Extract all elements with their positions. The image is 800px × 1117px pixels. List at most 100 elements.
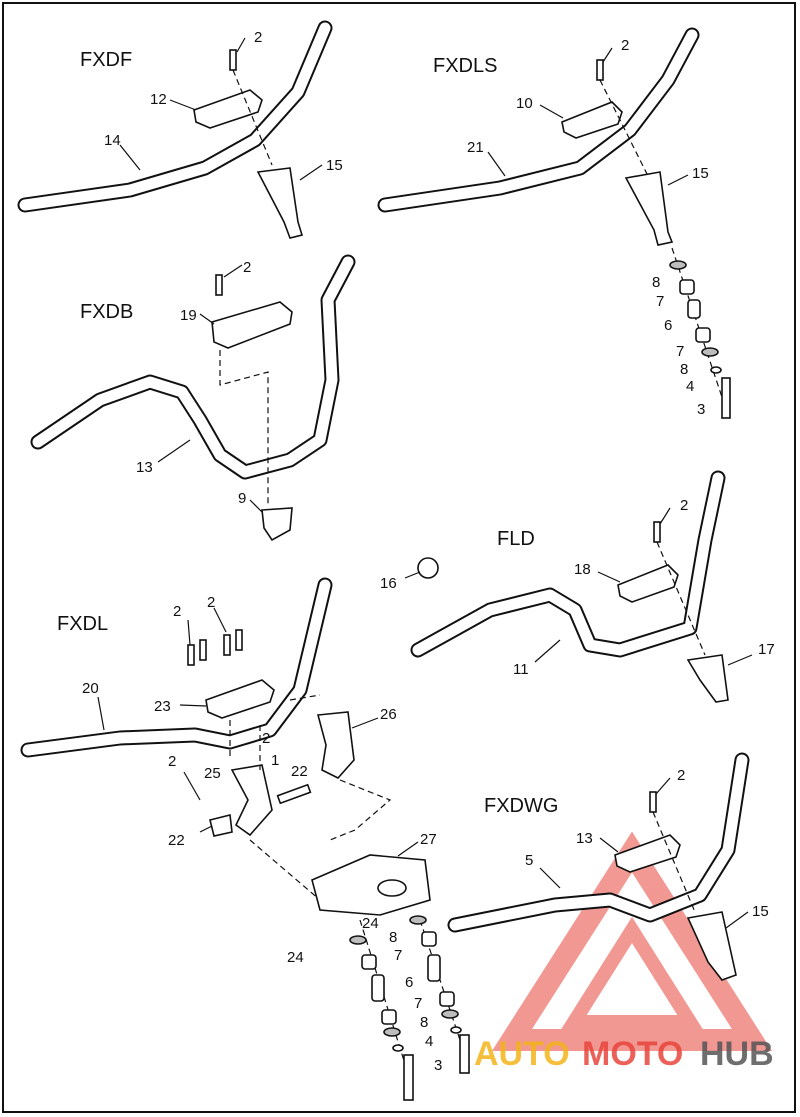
riser-9 <box>261 507 293 542</box>
callout-fld-18: 18 <box>574 561 591 578</box>
callout-fxdf-15: 15 <box>326 157 343 174</box>
callout-fxdls-2: 2 <box>621 37 629 54</box>
callout-fxdwg-5: 5 <box>525 852 533 869</box>
washer-4 <box>710 366 722 374</box>
callout-fxdl-2b: 2 <box>207 594 215 611</box>
callout-fxdf-12: 12 <box>150 91 167 108</box>
callout-fxdl-22a: 22 <box>291 763 308 780</box>
callout-fxdl-2a: 2 <box>173 603 181 620</box>
riser-26 <box>316 711 355 779</box>
riser-17 <box>686 654 729 703</box>
section-fxdl <box>20 577 471 1101</box>
callout-fxdwg-2: 2 <box>677 767 685 784</box>
callout-fld-16: 16 <box>380 575 397 592</box>
callout-fxdls-8a: 8 <box>652 274 660 291</box>
callout-fxdl-3: 3 <box>434 1057 442 1074</box>
callout-fxdls-10: 10 <box>516 95 533 112</box>
watermark-word-auto: AUTO <box>474 1035 570 1073</box>
callout-fxdf-2: 2 <box>254 29 262 46</box>
bolt-3 <box>721 377 731 419</box>
callout-fxdls-7a: 7 <box>656 293 664 310</box>
callout-fxdf-14: 14 <box>104 132 121 149</box>
model-label-fxdb: FXDB <box>80 301 133 323</box>
model-label-fxdwg: FXDWG <box>484 795 558 817</box>
callout-fxdls-7b: 7 <box>676 343 684 360</box>
watermark-wordmark: AUTO MOTO HUB <box>474 1035 774 1073</box>
callout-fxdls-21: 21 <box>467 139 484 156</box>
callout-fxdl-7b: 7 <box>414 995 422 1012</box>
washer-8b <box>701 347 719 357</box>
model-label-fxdls: FXDLS <box>433 55 497 77</box>
callout-fxdb-9: 9 <box>238 490 246 507</box>
callout-fxdl-8b: 8 <box>420 1014 428 1031</box>
model-label-fxdf: FXDF <box>80 49 132 71</box>
sleeve-6 <box>687 299 701 319</box>
watermark-inner-triangle <box>561 916 703 1029</box>
section-fxdb <box>30 254 356 542</box>
callout-fxdl-7a: 7 <box>394 947 402 964</box>
bushing-7 <box>679 279 695 295</box>
top-clamp-19 <box>211 301 293 349</box>
callout-fxdl-25: 25 <box>204 765 221 782</box>
callout-fxdl-27: 27 <box>420 831 437 848</box>
callout-fxdwg-13: 13 <box>576 830 593 847</box>
riser-15 <box>256 167 304 239</box>
screw-2-fld <box>653 521 661 543</box>
callout-fxdl-8a: 8 <box>389 929 397 946</box>
section-fxdwg <box>447 752 750 981</box>
sleeve-6-fxdl <box>371 974 385 1002</box>
riser-clamp-12 <box>193 89 263 129</box>
callout-fxdls-3: 3 <box>697 401 705 418</box>
cover-27 <box>311 854 431 916</box>
riser-clamp-13 <box>614 834 681 873</box>
callout-fxdl-23: 23 <box>154 698 171 715</box>
watermark-triangle <box>491 831 773 1051</box>
top-clamp-23 <box>205 679 275 719</box>
callout-fxdls-6: 6 <box>664 317 672 334</box>
model-label-fxdl: FXDL <box>57 613 108 635</box>
bolt-1 <box>276 783 312 805</box>
callout-fxdb-19: 19 <box>180 307 197 324</box>
callout-fxdl-6: 6 <box>405 974 413 991</box>
callout-fxdb-2: 2 <box>243 259 251 276</box>
callout-fxdb-13: 13 <box>136 459 153 476</box>
riser-15-fxdwg <box>686 911 737 981</box>
callout-fxdwg-15: 15 <box>752 903 769 920</box>
section-fxdls <box>377 27 731 419</box>
bushing-22 <box>209 814 233 837</box>
section-fxdf <box>17 20 333 239</box>
callout-fxdl-2c: 2 <box>262 730 270 747</box>
bolt-3-fxdl <box>403 1054 414 1101</box>
callout-fxdl-26: 26 <box>380 706 397 723</box>
section-fld <box>404 470 753 703</box>
riser-clamp-10 <box>561 101 623 139</box>
callout-fxdls-15: 15 <box>692 165 709 182</box>
screw-2 <box>229 49 237 71</box>
screw-2-fxdls <box>596 59 604 81</box>
riser-clamp-18 <box>617 564 679 603</box>
clip-16 <box>417 557 439 579</box>
callout-fxdls-8b: 8 <box>680 361 688 378</box>
bushing-7b <box>695 327 711 343</box>
callout-fxdl-4: 4 <box>425 1033 433 1050</box>
callout-fld-2: 2 <box>680 497 688 514</box>
riser-25 <box>230 764 273 837</box>
callout-fxdls-4: 4 <box>686 378 694 395</box>
riser-15-fxdls <box>624 171 674 246</box>
callout-fld-17: 17 <box>758 641 775 658</box>
callout-fxdl-20: 20 <box>82 680 99 697</box>
callout-fld-11: 11 <box>513 661 529 678</box>
watermark-word-moto: MOTO <box>582 1035 683 1073</box>
screw-2-fxdb <box>215 274 223 296</box>
handlebar-13 <box>30 254 356 480</box>
watermark-logo <box>491 831 773 1051</box>
callout-fxdl-2d: 2 <box>168 753 176 770</box>
callout-fxdl-24a: 24 <box>362 915 379 932</box>
callout-fxdl-1: 1 <box>271 752 279 769</box>
callout-fxdl-24b: 24 <box>287 949 304 966</box>
callout-fxdl-22b: 22 <box>168 832 185 849</box>
washer-8 <box>669 260 687 270</box>
model-label-fld: FLD <box>497 528 535 550</box>
